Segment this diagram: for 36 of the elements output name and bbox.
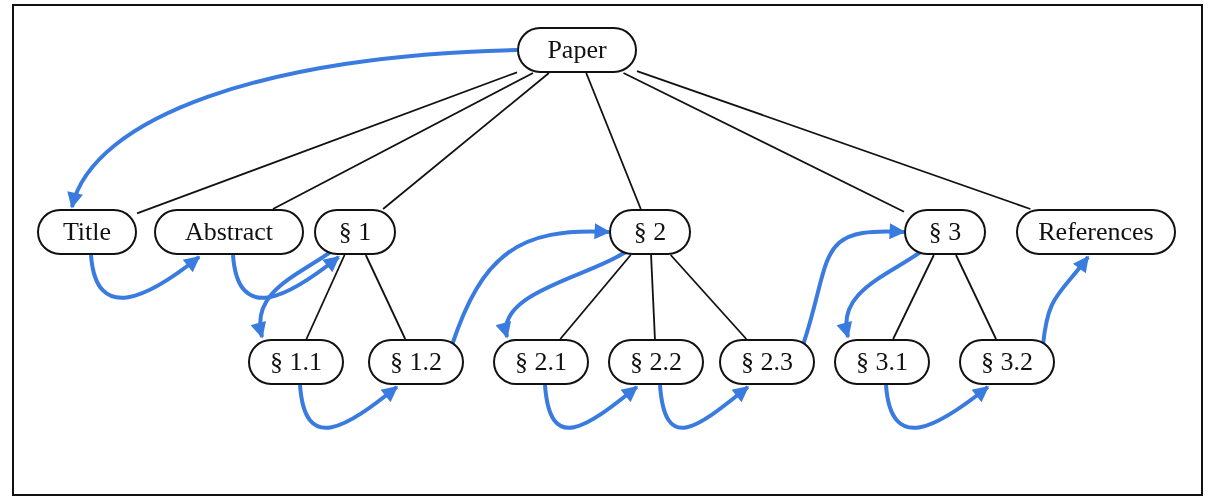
arrow	[658, 384, 750, 430]
rounded-node: § 2.3	[719, 339, 815, 385]
tree-line	[364, 254, 407, 340]
rounded-node: Paper	[517, 27, 637, 73]
tree-line	[636, 70, 1032, 210]
tree-line	[650, 254, 656, 340]
rounded-node: § 2	[609, 209, 691, 255]
rounded-node: § 1	[314, 209, 396, 255]
arrow	[884, 384, 990, 430]
tree-line	[272, 72, 534, 210]
tree-line	[382, 72, 550, 210]
arrow	[89, 254, 201, 300]
rounded-node: Abstract	[154, 209, 304, 255]
rounded-node: § 1.2	[368, 339, 464, 385]
rounded-node: § 3.1	[834, 339, 930, 385]
rounded-node: § 3	[904, 209, 986, 255]
arrow	[298, 384, 399, 430]
tree-line	[136, 71, 518, 215]
arrow	[543, 384, 639, 430]
rounded-node: References	[1016, 209, 1176, 255]
rounded-node: § 2.1	[493, 339, 589, 385]
arrow	[450, 223, 611, 346]
arrow	[801, 223, 906, 346]
rounded-node: § 2.2	[608, 339, 704, 385]
rounded-node: Title	[37, 209, 137, 255]
tree-line	[669, 254, 748, 340]
tree-line	[622, 72, 905, 213]
tree-line	[955, 254, 997, 340]
arrow	[231, 254, 340, 300]
tree-line	[892, 254, 935, 340]
rounded-node: § 1.1	[248, 339, 344, 385]
tree-line	[585, 72, 642, 210]
arrow	[69, 48, 518, 209]
tree-line	[559, 254, 632, 340]
tree-line	[305, 254, 346, 340]
rounded-node: § 3.2	[959, 339, 1055, 385]
